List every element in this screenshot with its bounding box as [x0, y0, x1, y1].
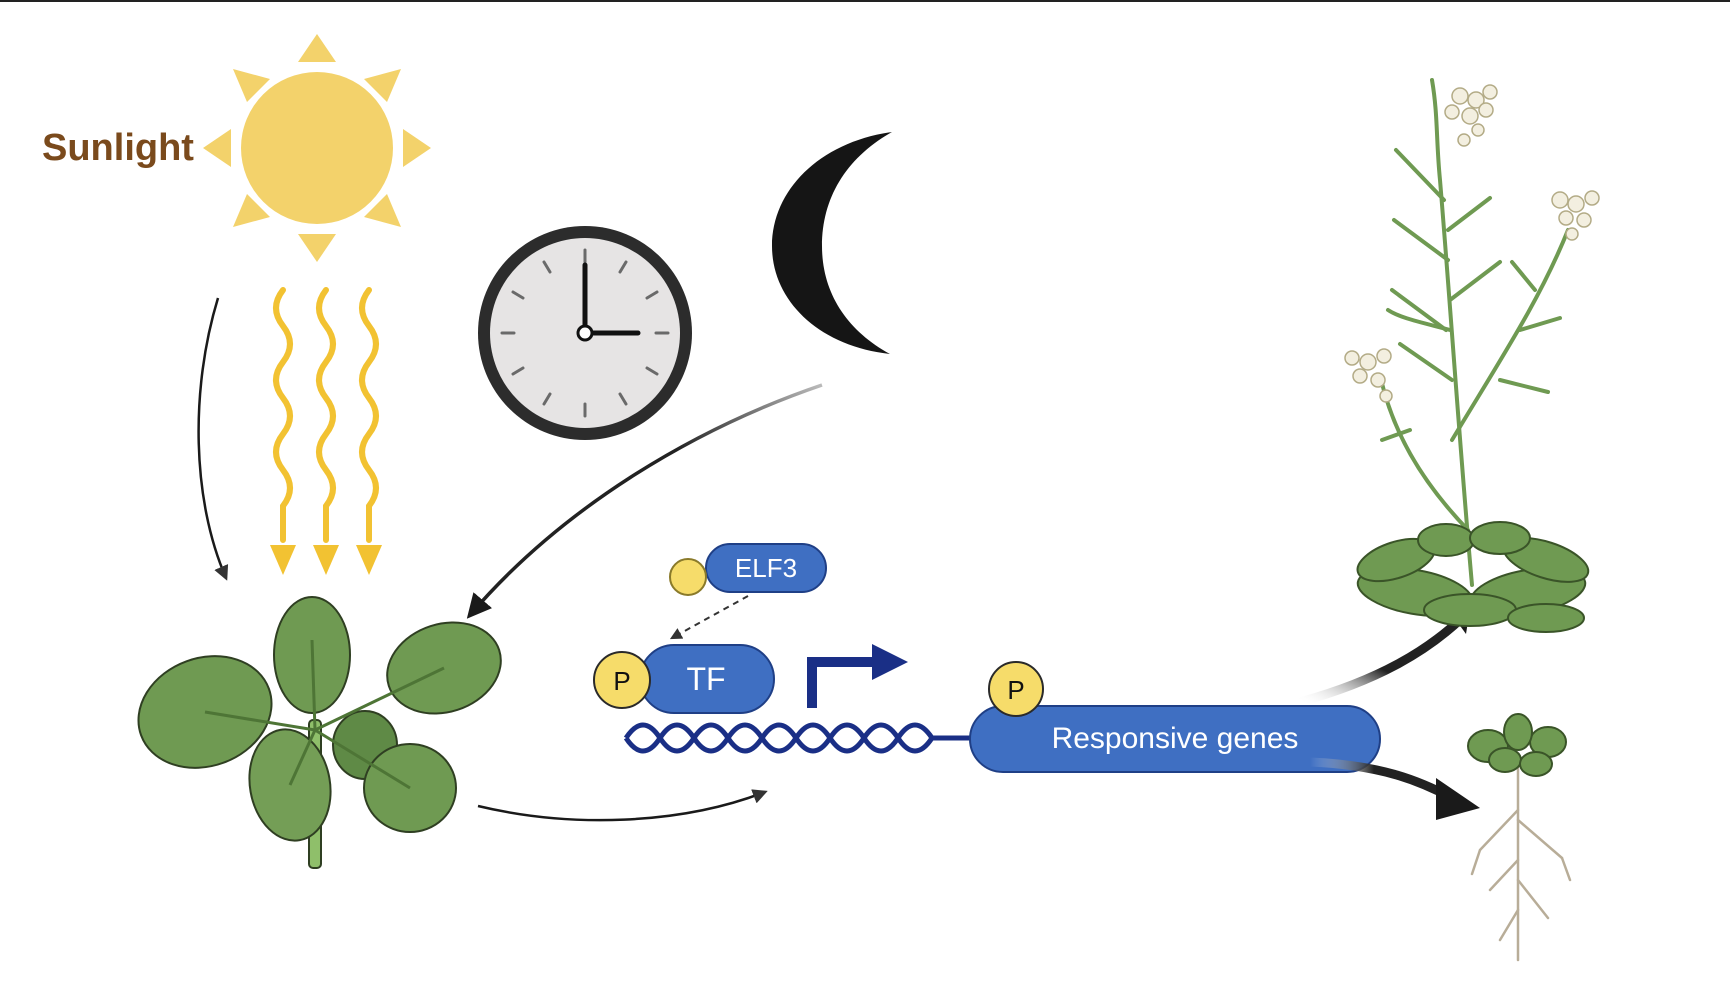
tf-protein: TF P — [593, 644, 775, 714]
transcription-start-arrow-icon — [807, 644, 908, 708]
moon-icon — [772, 132, 892, 354]
elf3-protein: ELF3 — [669, 543, 827, 596]
ray-arrowheads — [270, 545, 382, 575]
light-rays-icon — [273, 287, 379, 543]
genes-to-seedling-arrowhead — [1436, 778, 1480, 820]
night-to-plant-arrow — [466, 383, 823, 619]
elf3-ligand — [669, 558, 707, 596]
rosette-plant-icon — [137, 596, 502, 869]
sunlight-label: Sunlight — [42, 127, 194, 169]
elf3-to-tf-dashed-arrow — [669, 595, 749, 640]
seedling-icon — [1467, 713, 1572, 962]
elf3-label: ELF3 — [735, 553, 797, 583]
clock-icon — [478, 226, 692, 440]
genes-to-flowering-arrow — [1298, 614, 1466, 707]
responsive-genes-box: Responsive genes P — [969, 661, 1381, 773]
plant-to-gene-arrow — [477, 789, 768, 822]
top-border — [0, 0, 1730, 2]
tf-label: TF — [686, 661, 725, 697]
sun-to-plant-arrow — [197, 297, 229, 581]
genes-phospho-badge — [988, 661, 1044, 717]
dna-helix-icon — [623, 722, 980, 754]
tf-phospho-badge — [593, 651, 651, 709]
sun-icon — [203, 34, 431, 262]
flowering-plant-icon — [1344, 78, 1600, 633]
responsive-genes-label: Responsive genes — [1052, 722, 1299, 755]
tf-phospho-label: P — [613, 666, 630, 696]
genes-phospho-label: P — [1007, 675, 1024, 705]
genes-to-seedling-arrow — [1309, 757, 1455, 802]
